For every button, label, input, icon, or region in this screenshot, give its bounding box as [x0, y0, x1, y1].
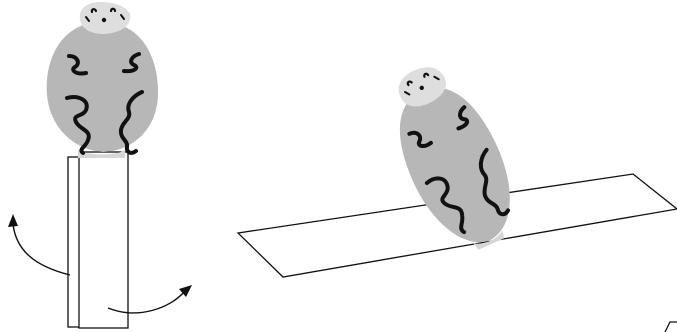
hamster-whisker-right — [120, 14, 125, 20]
hamster-front-paw-left — [67, 54, 88, 76]
hamster-whisker-right — [433, 75, 440, 81]
hamster-front-paw-left — [407, 130, 433, 148]
hamster-body — [399, 87, 510, 242]
curved-arrow-right-icon — [107, 285, 192, 314]
hamster-nose — [101, 17, 107, 23]
corner-mark-icon — [664, 321, 677, 332]
hamster-whisker-left — [85, 16, 90, 22]
paper-strip-front — [78, 151, 129, 329]
right-panel — [236, 67, 677, 332]
hamster-whisker-left — [403, 91, 411, 96]
hamster-eye-left — [406, 80, 413, 87]
hamster-icon — [46, 2, 159, 158]
hamster-base-patch — [473, 230, 505, 250]
curved-arrow-up-left-icon — [8, 214, 71, 276]
hamster-hind-leg-right — [478, 147, 511, 217]
hamster-nose — [419, 85, 424, 91]
hamster-hind-leg-left — [424, 176, 467, 235]
hamster-base-patch — [78, 150, 125, 158]
hamster-icon — [398, 67, 511, 250]
hamster-eye-right — [423, 72, 430, 78]
hamster-eye-left — [90, 8, 98, 14]
hamster-eye-right — [109, 7, 117, 13]
hamster-hind-leg-left — [65, 95, 91, 155]
hamster-front-paw-right — [122, 52, 141, 74]
hamster-hind-leg-right — [118, 90, 144, 155]
left-panel — [8, 2, 192, 329]
folded-paper-strip-icon — [67, 151, 129, 329]
hamster-front-paw-right — [456, 105, 470, 131]
hamster-body — [46, 22, 159, 152]
